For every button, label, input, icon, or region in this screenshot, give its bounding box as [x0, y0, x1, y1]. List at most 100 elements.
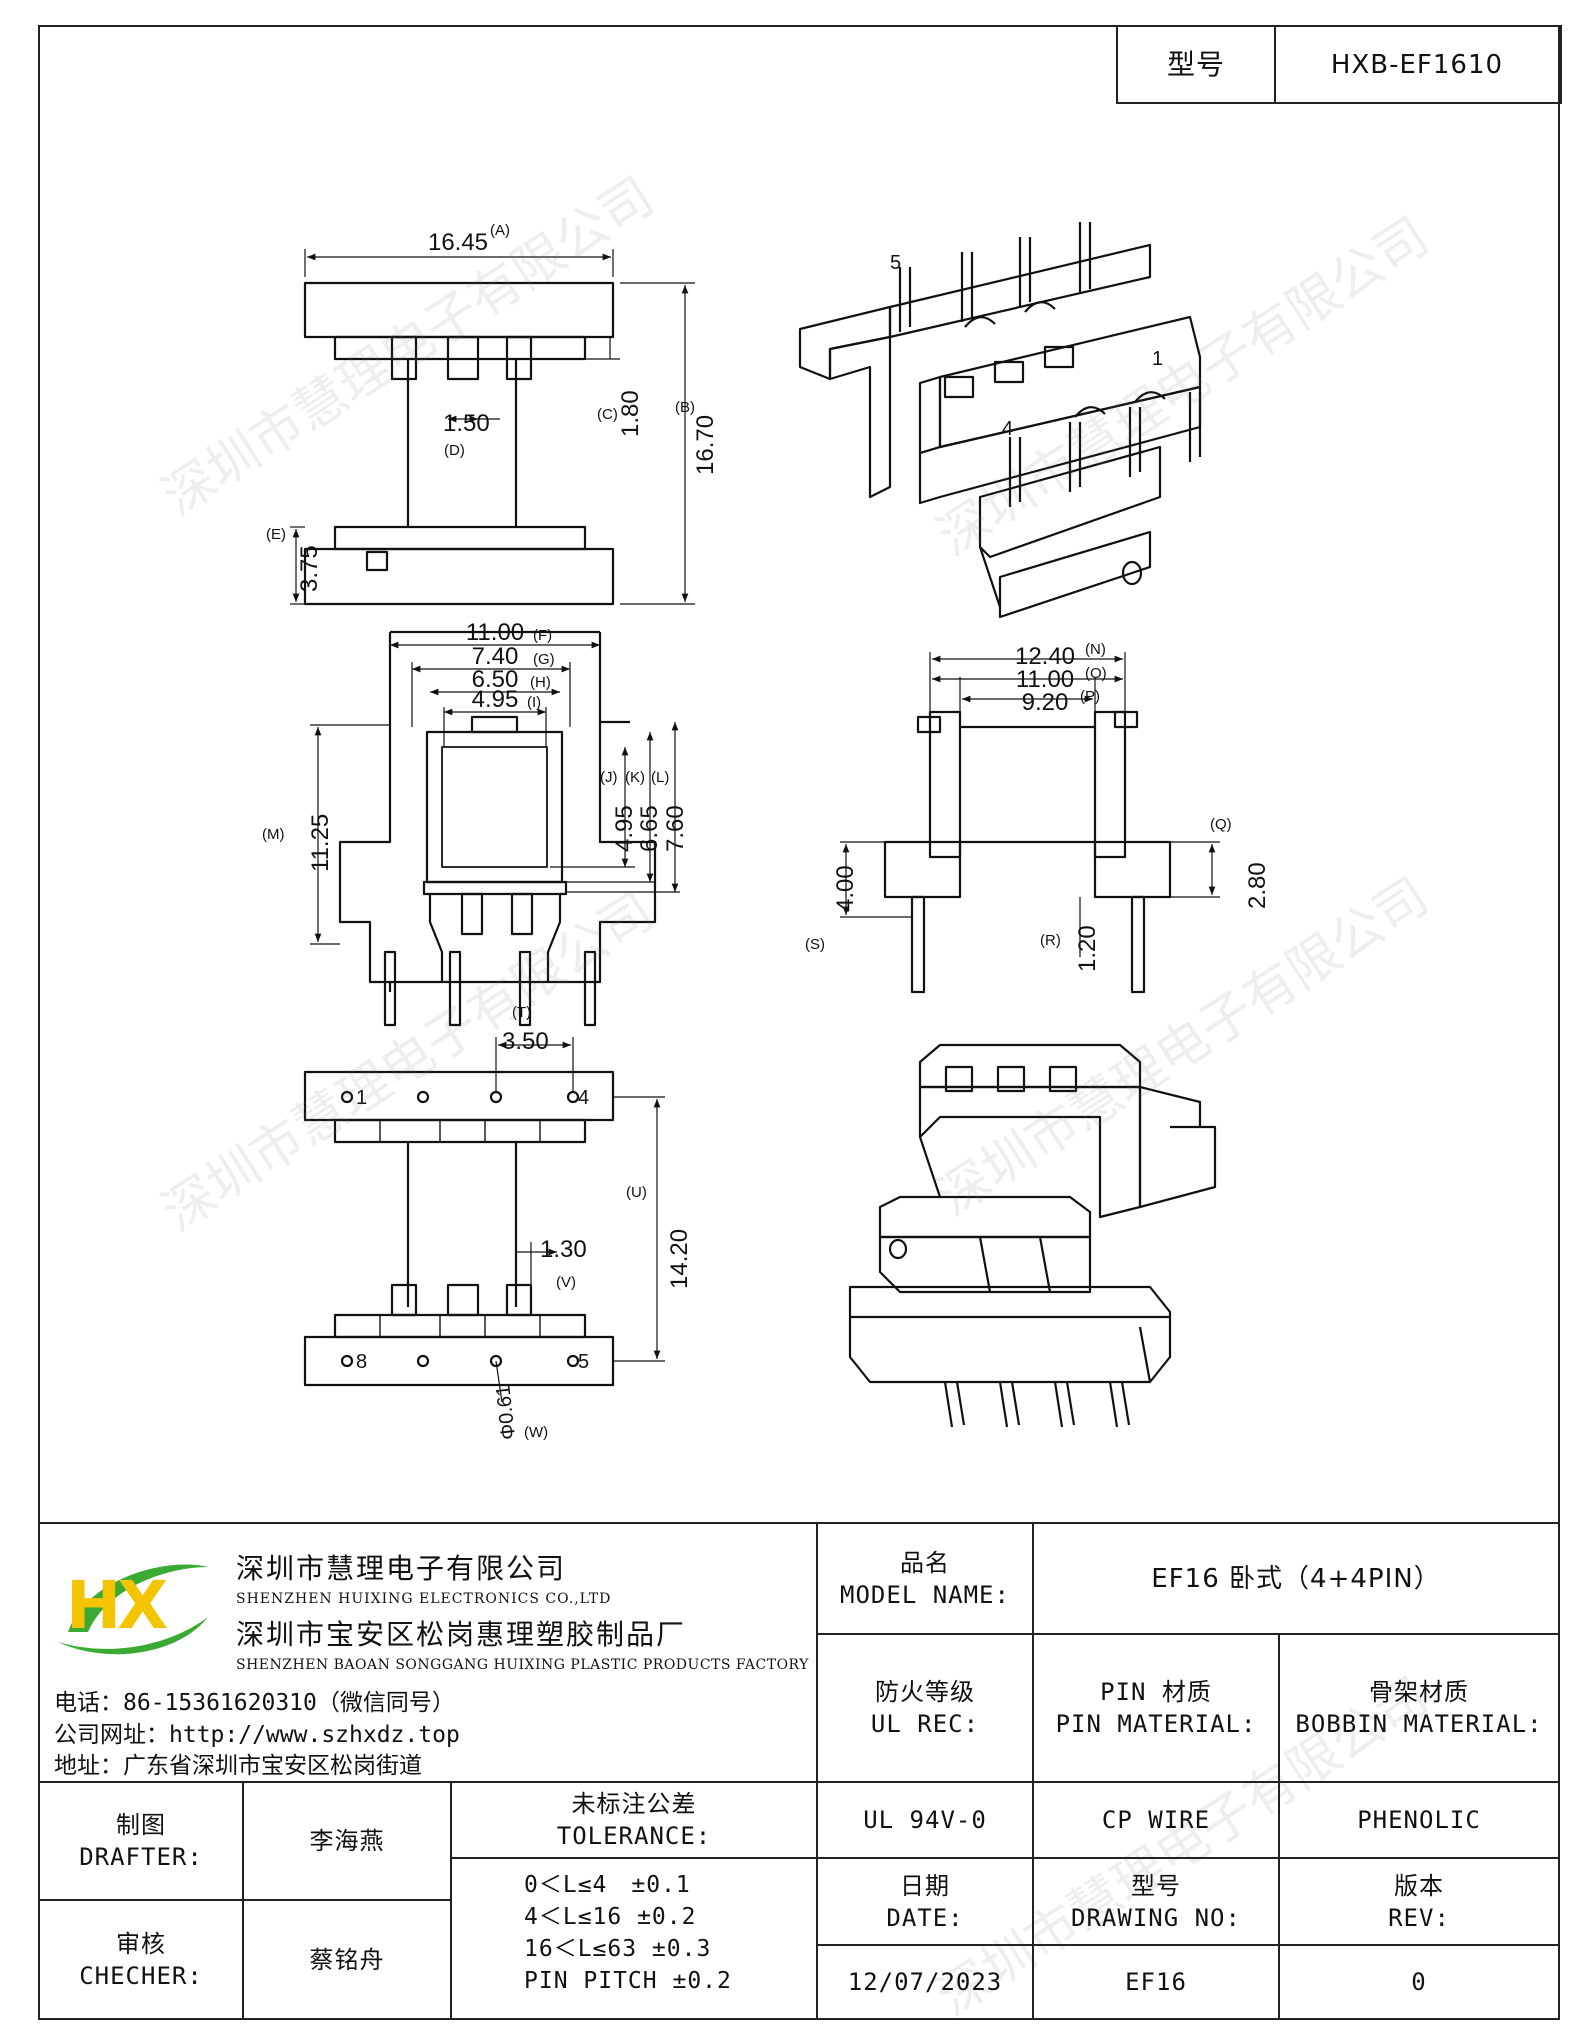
checker-name: 蔡铭舟 [309, 1945, 385, 1974]
model-name-label-en: MODEL NAME: [840, 1580, 1010, 1609]
dim-i-letter: (I) [527, 694, 541, 711]
date-value: 12/07/2023 [847, 1968, 1003, 1996]
logo-swoosh-icon [68, 1564, 208, 1632]
model-name-label-cn: 品名 [900, 1548, 950, 1577]
dim-r-value: 1.20 [1074, 925, 1101, 972]
isometric-view-pins-up [798, 222, 1202, 619]
drawing-no-label: 型号 DRAWING NO: [1034, 1859, 1278, 1944]
dim-p-value: 9.20 [1022, 689, 1069, 716]
dim-i-value: 4.95 [472, 686, 519, 713]
dim-v-letter: (V) [556, 1274, 576, 1291]
dim-w-letter: (W) [524, 1424, 548, 1441]
dim-q-letter: (Q) [1210, 816, 1232, 833]
top-view [290, 249, 695, 606]
pin-label-5: 5 [890, 252, 901, 274]
dim-o-value: 11.00 [1016, 666, 1074, 693]
tolerance-row: 16＜L≤63 ±0.3 [524, 1936, 712, 1962]
tolerance-row: 4＜L≤16 ±0.2 [524, 1904, 697, 1930]
drawing-no-value: EF16 [1125, 1968, 1187, 1996]
bobbin-material-label-cn: 骨架材质 [1369, 1678, 1469, 1706]
model-name-value-cell: EF16 卧式（4+4PIN） [1034, 1524, 1558, 1633]
dim-e-value: 3.75 [296, 545, 323, 592]
dim-j-letter: (J) [600, 769, 618, 786]
front-view [310, 630, 680, 1027]
dim-h-letter: (H) [530, 674, 551, 691]
drafter-label-en: DRAFTER: [79, 1843, 203, 1871]
tolerance-label-cn: 未标注公差 [571, 1790, 697, 1818]
company-website[interactable]: 公司网址：http://www.szhxdz.top [54, 1722, 460, 1748]
dim-r-letter: (R) [1040, 932, 1061, 949]
pin-label-1: 1 [1152, 348, 1163, 370]
bobbin-material-label: 骨架材质 BOBBIN MATERIAL: [1280, 1635, 1558, 1781]
dim-b-value: 16.70 [692, 415, 719, 475]
bottom-view [303, 1037, 665, 1403]
dim-n-letter: (N) [1085, 641, 1106, 658]
checker-label-cn: 审核 [116, 1929, 166, 1958]
rev-value: 0 [1411, 1968, 1427, 1996]
drawing-no-label-en: DRAWING NO: [1071, 1903, 1241, 1932]
bottom-pin-label-8: 8 [356, 1351, 367, 1373]
drafter-name: 李海燕 [309, 1827, 385, 1855]
dim-l-value: 7.60 [662, 805, 689, 852]
date-label-en: DATE: [886, 1903, 964, 1932]
company-name-en: SHENZHEN HUIXING ELECTRONICS CO.,LTD [236, 1591, 612, 1607]
side-view [840, 652, 1220, 994]
rev-label-en: REV: [1388, 1903, 1450, 1932]
date-label-cn: 日期 [900, 1871, 950, 1900]
drawing-sheet: 型号 HXB-EF1610 [38, 25, 1562, 2028]
model-value-cell: HXB-EF1610 [1274, 25, 1562, 104]
dim-c-value: 1.80 [617, 390, 644, 437]
dim-f-value: 11.00 [466, 619, 524, 646]
dim-u-value: 14.20 [666, 1229, 693, 1289]
dim-a-value: 16.45 [428, 229, 488, 256]
ul-rec-label: 防火等级 UL REC: [818, 1635, 1032, 1781]
dim-u-letter: (U) [626, 1184, 647, 1201]
pin-label-4: 4 [1002, 418, 1013, 440]
company-address: 地址：广东省深圳市宝安区松岗街道 [54, 1753, 422, 1779]
rev-label-cn: 版本 [1394, 1871, 1444, 1900]
logo-underline-icon [58, 1617, 208, 1655]
tolerance-label-en: TOLERANCE: [556, 1822, 712, 1850]
bottom-pin-label-5: 5 [578, 1351, 589, 1373]
factory-name-cn: 深圳市宝安区松岗惠理塑胶制品厂 [236, 1618, 687, 1651]
model-name-value: EF16 卧式（4+4PIN） [1151, 1563, 1441, 1594]
dim-o-letter: (O) [1085, 665, 1107, 682]
pin-material-label-cn: PIN 材质 [1100, 1678, 1212, 1706]
dim-m-value: 11.25 [307, 814, 334, 872]
drafter-label-cn: 制图 [116, 1811, 166, 1839]
dim-l-letter: (L) [651, 769, 669, 786]
company-name-cn: 深圳市慧理电子有限公司 [236, 1552, 567, 1585]
isometric-view-pins-down [848, 1043, 1217, 1428]
model-name-label: 品名 MODEL NAME: [818, 1524, 1032, 1633]
dim-j-value: 4.95 [611, 805, 638, 852]
dim-h-value: 6.50 [472, 666, 519, 693]
dim-p-letter: (P) [1080, 688, 1100, 705]
tolerance-list: 0＜L≤4 ±0.1 4＜L≤16 ±0.2 16＜L≤63 ±0.3 PIN … [524, 1869, 732, 1997]
bottom-pin-label-1: 1 [356, 1087, 367, 1109]
dim-b-letter: (B) [675, 399, 695, 416]
dim-q-value: 2.80 [1244, 862, 1271, 909]
factory-name-en: SHENZHEN BAOAN SONGGANG HUIXING PLASTIC … [236, 1657, 809, 1673]
model-value: HXB-EF1610 [1330, 49, 1504, 80]
model-label-cell: 型号 [1116, 25, 1276, 104]
drafter-label: 制图 DRAFTER: [40, 1783, 242, 1899]
logo-letters: HX [66, 1567, 168, 1644]
checker-label-en: CHECHER: [79, 1961, 203, 1990]
technical-drawing: 16.45 (A) 1.50 (D) 1.80 (C) 16.70 (B) 3.… [262, 222, 1271, 1441]
dim-c-letter: (C) [597, 406, 618, 423]
ul-rec-label-en: UL REC: [870, 1710, 980, 1738]
ul-rec-label-cn: 防火等级 [875, 1678, 975, 1706]
company-logo: HX [48, 1537, 218, 1667]
tolerance-row: 0＜L≤4 ±0.1 [524, 1872, 691, 1898]
company-phone: 电话：86-15361620310（微信同号） [54, 1690, 455, 1716]
dim-k-value: 6.65 [636, 805, 663, 852]
dim-m-letter: (M) [262, 826, 285, 843]
ul-rec-value: UL 94V-0 [863, 1806, 987, 1834]
bottom-pin-label-4: 4 [578, 1087, 589, 1109]
pin-material-label-en: PIN MATERIAL: [1055, 1710, 1257, 1738]
dim-e-letter: (E) [266, 526, 286, 543]
dim-f-letter: (F) [533, 627, 552, 644]
dim-k-letter: (K) [625, 769, 645, 786]
dim-d-value: 1.50 [443, 410, 490, 437]
date-label: 日期 DATE: [818, 1859, 1032, 1944]
